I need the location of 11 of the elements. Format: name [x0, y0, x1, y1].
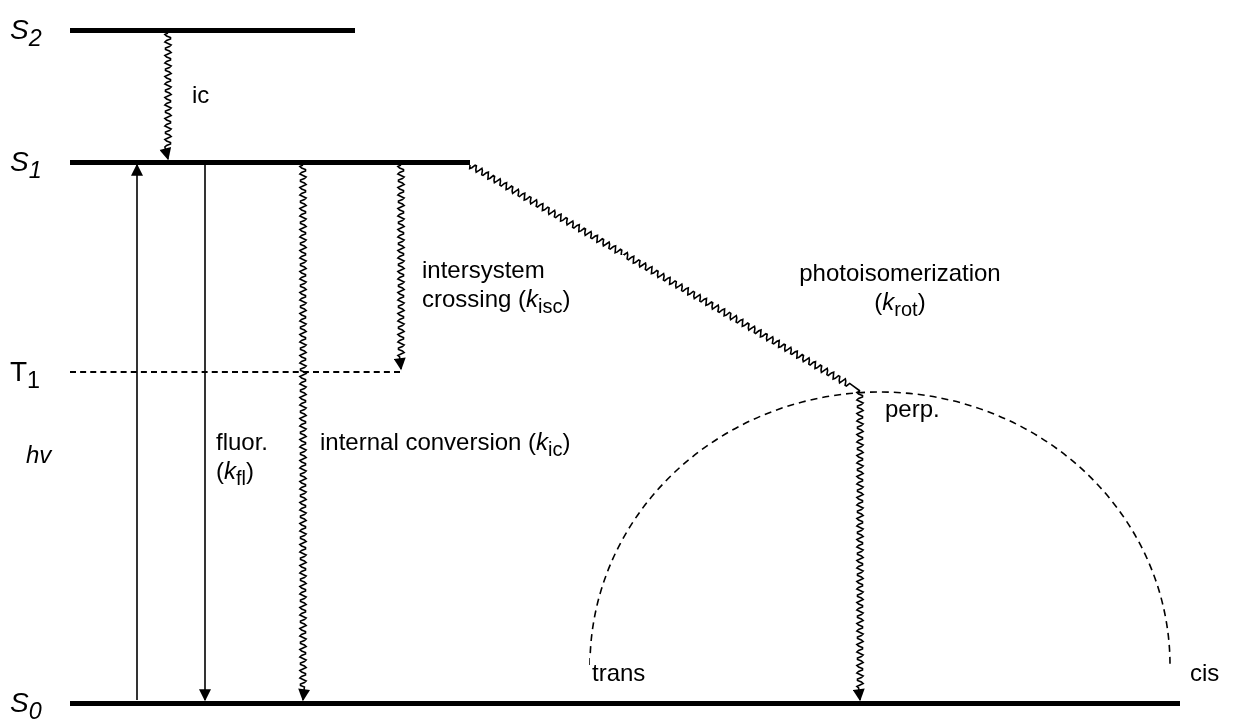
state-label: perp. [885, 395, 940, 423]
state-label: S$_{0}$ [10, 689, 42, 721]
arrow [199, 164, 211, 702]
wavy-arrow [852, 390, 865, 702]
state-label: T$_{1}$ [10, 358, 41, 394]
state-label: S$_{1}$ [10, 148, 42, 184]
arrow [131, 163, 143, 701]
wavy-arrow [298, 164, 311, 702]
wavy-arrow [393, 164, 406, 371]
state-label: S$_{2}$ [10, 16, 42, 52]
wavy-arrow [159, 32, 173, 161]
